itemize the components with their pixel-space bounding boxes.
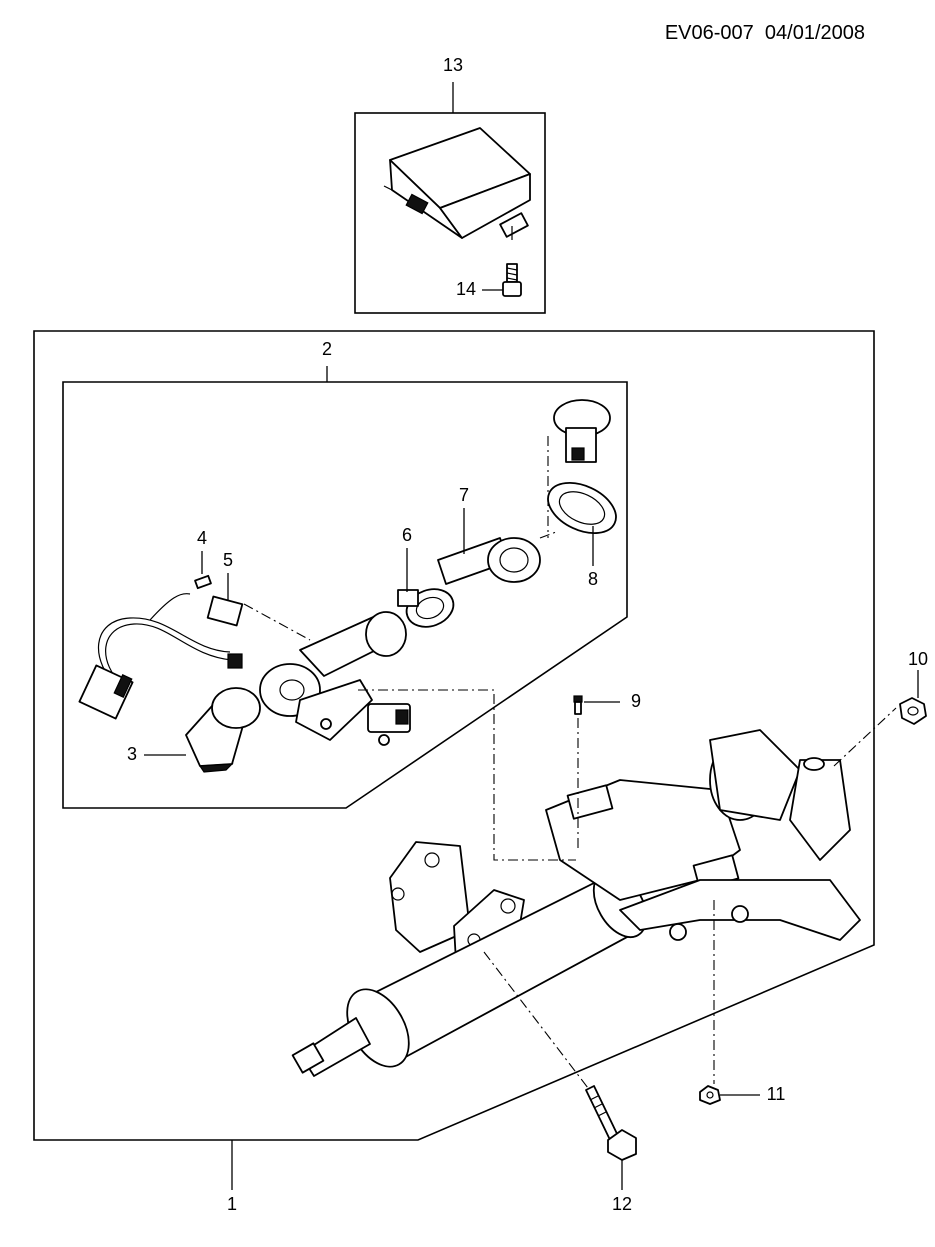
callout-4: 4 [197,528,207,548]
assembly-line-ring [539,531,557,539]
callout-11: 11 [767,1084,786,1104]
document-code: EV06-007 04/01/2008 [664,22,865,44]
callout-14: 14 [456,279,476,299]
assembly-line-switch [243,603,311,641]
clamp-ring [397,588,455,628]
control-module-frame [354,112,546,314]
bolt-9 [573,695,583,715]
immobilizer-antenna [437,537,541,585]
nut-11 [699,1085,721,1105]
assembly-line-housing [358,689,576,861]
callout-7: 7 [459,485,469,505]
assembly-line-bolt12 [483,951,589,1089]
bolt-12 [585,1085,637,1161]
callout-12: 12 [612,1194,632,1214]
callout-13: 13 [443,55,463,75]
nut-10 [899,697,927,725]
callout-8: 8 [588,569,598,589]
callout-2: 2 [322,339,332,359]
screw-14 [502,226,522,297]
lock-housing [259,611,411,746]
steering-column [291,729,861,1077]
callout-1: 1 [227,1194,237,1214]
lock-housing-subassembly-frame [62,381,628,809]
assembly-line-nut10 [833,707,897,767]
ignition-knob [185,687,261,773]
bezel-ring [547,482,617,534]
control-module [383,127,531,239]
callout-6: 6 [402,525,412,545]
callout-5: 5 [223,550,233,570]
wiring-harness [78,574,244,720]
switch-connector-top [553,399,611,463]
column-assembly-frame [33,330,875,1141]
callout-9: 9 [631,691,641,711]
callout-10: 10 [908,649,928,669]
callout-3: 3 [127,744,137,764]
